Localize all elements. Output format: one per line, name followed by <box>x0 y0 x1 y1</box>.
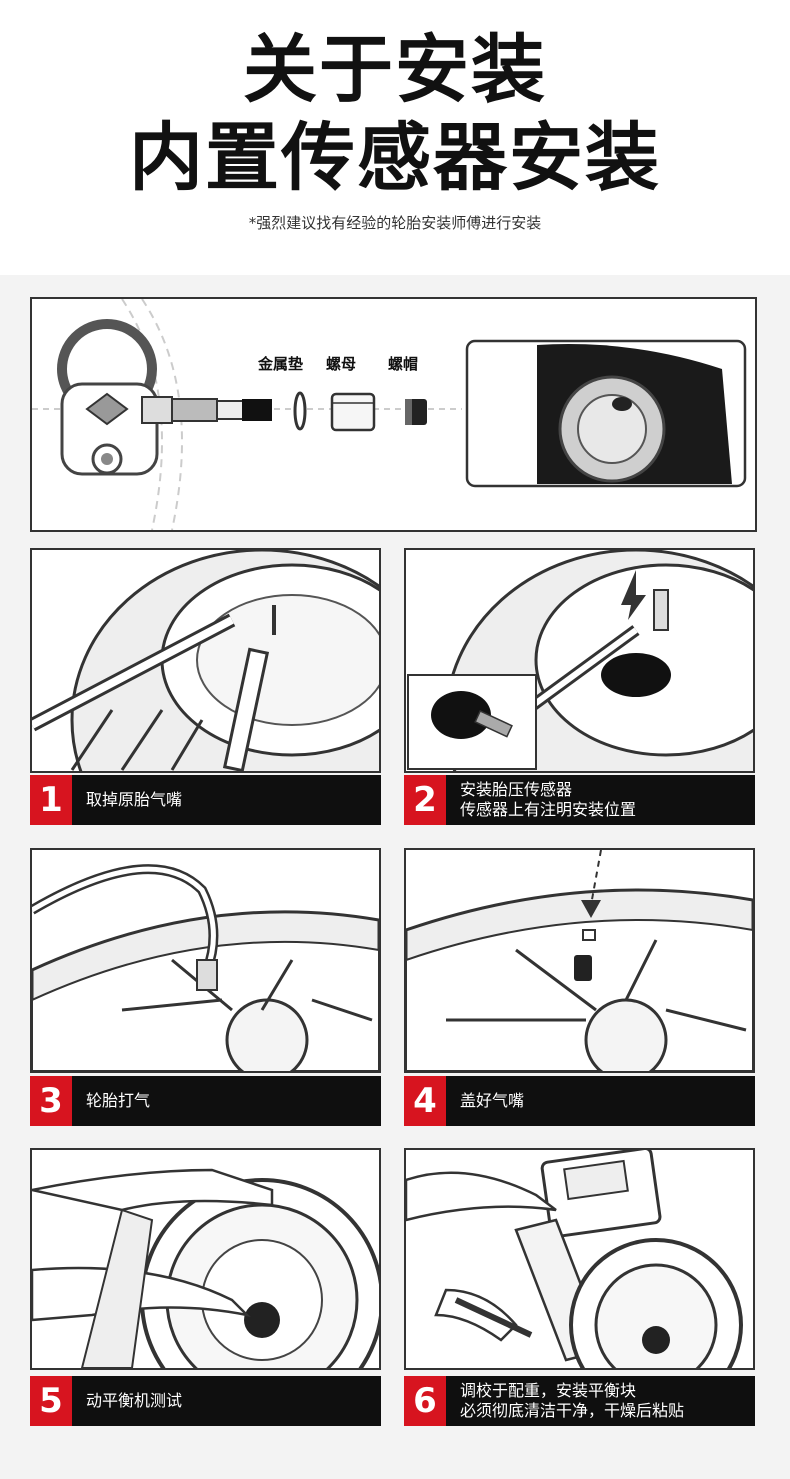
step-4-text: 盖好气嘴 <box>460 1091 525 1110</box>
step-6-illustration <box>404 1148 755 1370</box>
step-3-number: 3 <box>30 1076 72 1126</box>
step-6-text-line2: 必须彻底清洁干净，干燥后粘贴 <box>460 1401 685 1420</box>
page-title-line2: 内置传感器安装 <box>129 115 661 201</box>
step-4-illustration <box>404 848 755 1073</box>
inflate-tire-illustration <box>32 864 379 1071</box>
step-3-caption: 3 轮胎打气 <box>30 1076 381 1126</box>
sensor-parts-panel: 金属垫 螺母 螺帽 <box>30 297 757 532</box>
remove-valve-illustration <box>32 550 379 771</box>
step-5-caption: 5 动平衡机测试 <box>30 1376 381 1426</box>
step-4-caption: 4 盖好气嘴 <box>404 1076 755 1126</box>
sensor-parts-illustration <box>32 299 747 530</box>
cap-valve-illustration <box>406 850 753 1071</box>
balance-test-illustration <box>32 1168 379 1368</box>
page-subtitle: *强烈建议找有经验的轮胎安装师傅进行安装 <box>248 214 542 232</box>
install-sensor-illustration <box>407 550 753 771</box>
step-1-text: 取掉原胎气嘴 <box>86 790 183 809</box>
step-5-number: 5 <box>30 1376 72 1426</box>
part-label-cap: 螺帽 <box>388 355 419 373</box>
step-2-caption: 2 安装胎压传感器 传感器上有注明安装位置 <box>404 775 755 825</box>
step-6-caption: 6 调校于配重，安装平衡块 必须彻底清洁干净，干燥后粘贴 <box>404 1376 755 1426</box>
step-6-text-line1: 调校于配重，安装平衡块 <box>460 1381 637 1400</box>
part-label-nut: 螺母 <box>326 355 357 373</box>
page-title-line1: 关于安装 <box>243 27 547 113</box>
step-3-text: 轮胎打气 <box>86 1091 151 1110</box>
step-1-number: 1 <box>30 775 72 825</box>
header: 关于安装 内置传感器安装 *强烈建议找有经验的轮胎安装师傅进行安装 <box>0 0 790 275</box>
step-5-text: 动平衡机测试 <box>86 1391 183 1410</box>
step-1-illustration <box>30 548 381 773</box>
step-4-number: 4 <box>404 1076 446 1126</box>
weight-adjust-illustration <box>406 1150 743 1368</box>
part-label-washer: 金属垫 <box>258 355 304 373</box>
step-6-number: 6 <box>404 1376 446 1426</box>
step-2-text-line1: 安装胎压传感器 <box>460 780 573 799</box>
step-1-caption: 1 取掉原胎气嘴 <box>30 775 381 825</box>
step-3-illustration <box>30 848 381 1073</box>
step-2-illustration <box>404 548 755 773</box>
step-2-number: 2 <box>404 775 446 825</box>
step-5-illustration <box>30 1148 381 1370</box>
step-2-text-line2: 传感器上有注明安装位置 <box>460 800 637 819</box>
